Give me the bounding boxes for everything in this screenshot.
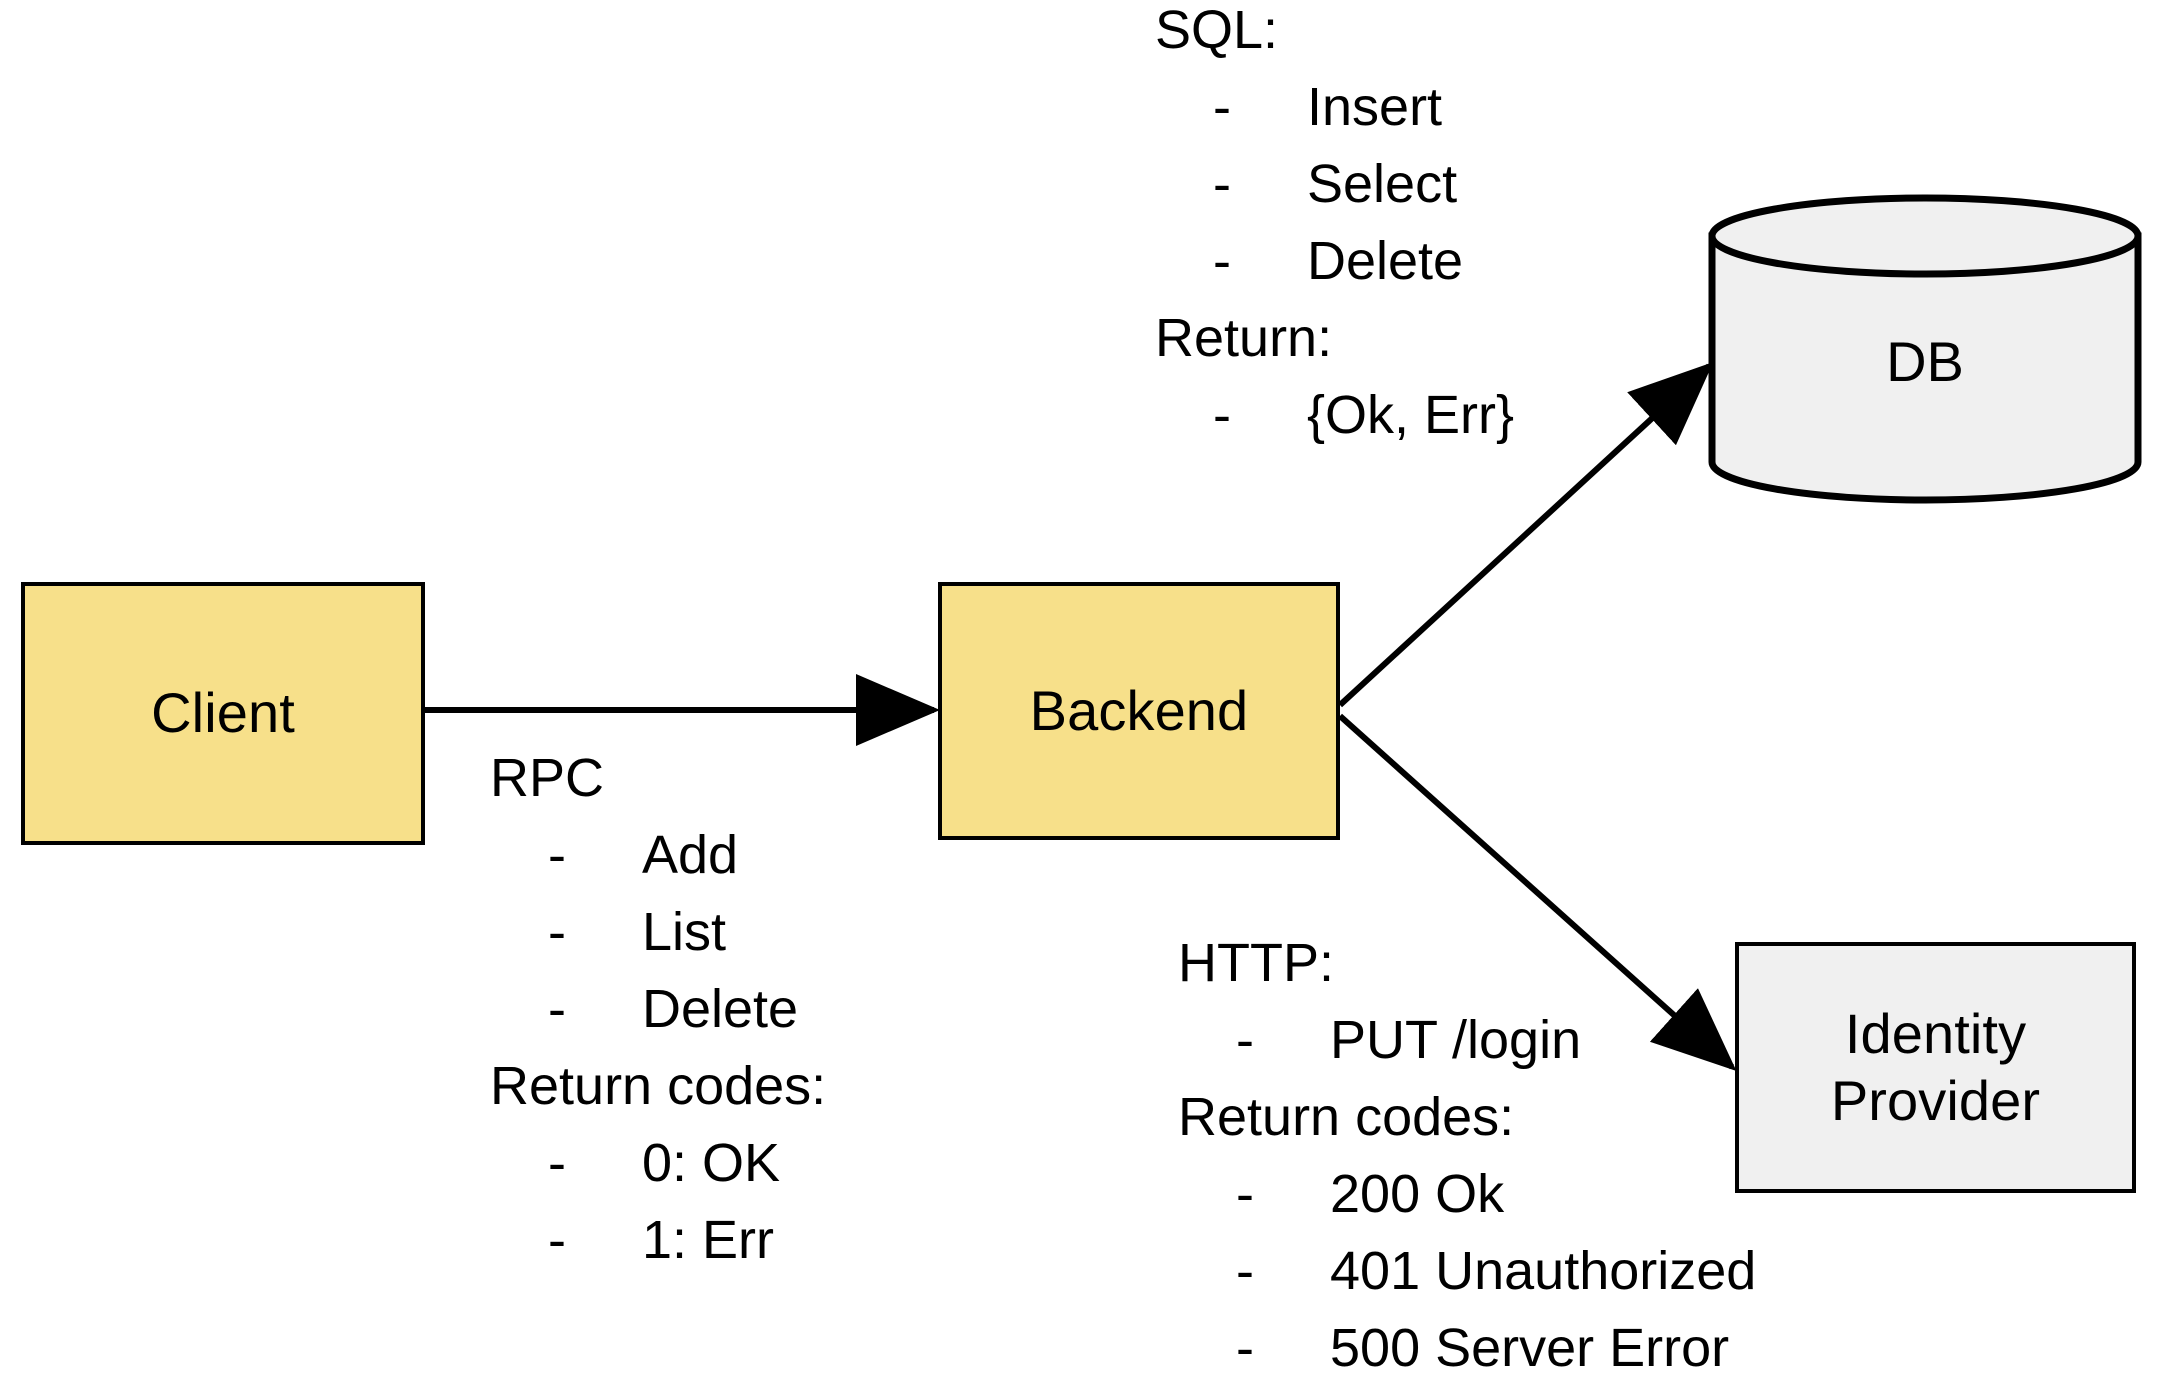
http-return-label: 200 Ok — [1330, 1164, 1505, 1224]
node-db[interactable]: DB — [1708, 194, 2142, 504]
rpc-item-delete: - Delete — [490, 971, 826, 1048]
bullet-dash: - — [1213, 154, 1231, 214]
bullet-dash: - — [548, 1133, 566, 1193]
annotation-rpc: RPC - Add - List - Delete Return codes: - 0:… — [490, 740, 826, 1279]
node-identity-provider-label: Identity Provider — [1830, 1002, 2041, 1132]
http-return-401: - 401 Unauthorized — [1178, 1233, 1756, 1310]
node-client-label: Client — [151, 681, 295, 745]
rpc-item-list: - List — [490, 894, 826, 971]
sql-item-delete: - Delete — [1155, 223, 1514, 300]
http-item-put-login: - PUT /login — [1178, 1002, 1756, 1079]
http-return-200: - 200 Ok — [1178, 1156, 1756, 1233]
sql-item-select: - Select — [1155, 146, 1514, 223]
node-identity-provider[interactable]: Identity Provider — [1735, 942, 2136, 1193]
sql-item-label: Insert — [1307, 77, 1443, 137]
http-returns-heading: Return codes: — [1178, 1087, 1515, 1147]
sql-item-label: Delete — [1307, 231, 1464, 291]
node-client[interactable]: Client — [21, 582, 425, 845]
annotation-http: HTTP: -PUT /login Return codes: -200 Ok … — [1178, 925, 1756, 1387]
bullet-dash: - — [548, 825, 566, 885]
rpc-item-add: - Add — [490, 817, 826, 894]
rpc-returns-heading: Return codes: — [490, 1056, 827, 1116]
bullet-dash: - — [1236, 1164, 1254, 1224]
node-backend[interactable]: Backend — [938, 582, 1340, 840]
sql-return-label: {Ok, Err} — [1307, 385, 1515, 445]
bullet-dash: - — [1236, 1010, 1254, 1070]
bullet-dash: - — [1236, 1318, 1254, 1378]
sql-return-ok-err: - {Ok, Err} — [1155, 377, 1514, 454]
rpc-heading: RPC — [490, 748, 605, 808]
rpc-item-label: Add — [642, 825, 739, 885]
sql-heading: SQL: — [1155, 0, 1279, 60]
http-return-label: 500 Server Error — [1330, 1318, 1730, 1378]
bullet-dash: - — [548, 979, 566, 1039]
cylinder-shape — [1708, 194, 2142, 504]
bullet-dash: - — [1213, 385, 1231, 445]
http-return-label: 401 Unauthorized — [1330, 1241, 1757, 1301]
http-return-500: - 500 Server Error — [1178, 1310, 1756, 1387]
bullet-dash: - — [548, 1210, 566, 1270]
rpc-return-label: 1: Err — [642, 1210, 775, 1270]
bullet-dash: - — [1213, 77, 1231, 137]
rpc-item-label: Delete — [642, 979, 799, 1039]
rpc-return-ok: - 0: OK — [490, 1125, 826, 1202]
rpc-return-label: 0: OK — [642, 1133, 781, 1193]
node-db-label: DB — [1886, 330, 1964, 393]
bullet-dash: - — [548, 902, 566, 962]
rpc-return-err: - 1: Err — [490, 1202, 826, 1279]
node-backend-label: Backend — [1029, 678, 1249, 742]
annotation-sql: SQL: - Insert - Select - Delete Return: - {O… — [1155, 0, 1514, 454]
bullet-dash: - — [1213, 231, 1231, 291]
sql-item-label: Select — [1307, 154, 1458, 214]
sql-item-insert: - Insert — [1155, 69, 1514, 146]
sql-returns-heading: Return: — [1155, 308, 1333, 368]
http-heading: HTTP: — [1178, 933, 1334, 993]
rpc-item-label: List — [642, 902, 727, 962]
http-item-label: PUT /login — [1330, 1010, 1582, 1070]
bullet-dash: - — [1236, 1241, 1254, 1301]
